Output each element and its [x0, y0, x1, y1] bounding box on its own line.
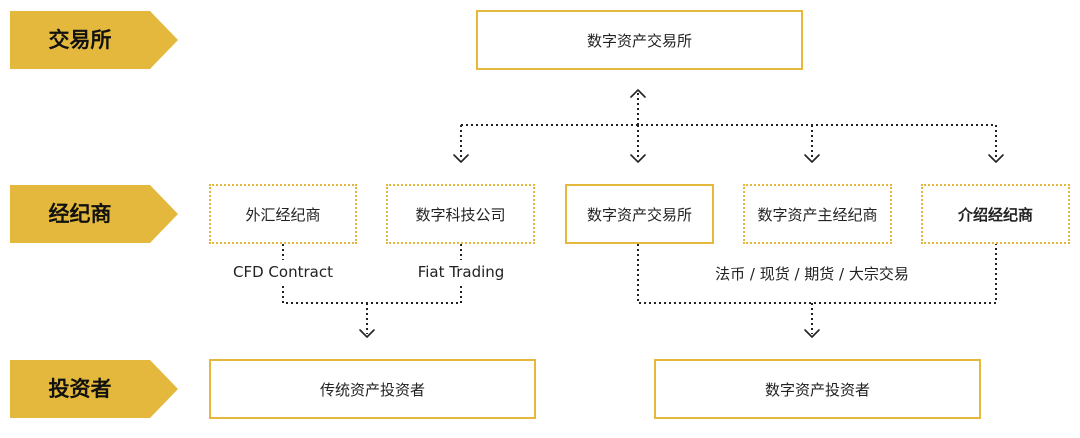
box-traditional-investor: 传统资产投资者 [209, 359, 536, 419]
tag-broker: 经纪商 [10, 185, 178, 243]
tag-investor-shape [10, 360, 178, 418]
box-digital-tech-company: 数字科技公司 [386, 184, 535, 244]
tag-exchange-shape [10, 11, 178, 69]
box-top-exchange: 数字资产交易所 [476, 10, 803, 70]
arrowhead-down-icon [804, 154, 820, 163]
arrowhead-down-icon [359, 329, 375, 338]
label-trading-types: 法币 / 现货 / 期货 / 大宗交易 [715, 265, 909, 283]
tag-investor: 投资者 [10, 360, 178, 418]
tag-exchange: 交易所 [10, 11, 178, 69]
tag-broker-label: 经纪商 [48, 202, 112, 226]
box-forex-broker: 外汇经纪商 [209, 184, 357, 244]
box-digital-investor: 数字资产投资者 [654, 359, 981, 419]
connector-right-merge [637, 244, 997, 304]
tag-investor-label: 投资者 [48, 377, 112, 401]
arrowhead-up-icon [630, 89, 646, 98]
arrowhead-down-icon [804, 329, 820, 338]
tag-broker-shape [10, 185, 178, 243]
connector-left-merge [282, 286, 462, 304]
arrowhead-down-icon [988, 154, 1004, 163]
arrowhead-down-icon [630, 154, 646, 163]
label-cfd-contract: CFD Contract [233, 263, 333, 281]
label-fiat-trading: Fiat Trading [417, 263, 505, 281]
box-intro-broker: 介绍经纪商 [921, 184, 1070, 244]
arrowhead-down-icon [453, 154, 469, 163]
box-digital-main-broker: 数字资产主经纪商 [743, 184, 892, 244]
tag-exchange-label: 交易所 [48, 28, 112, 52]
box-mid-exchange: 数字资产交易所 [565, 184, 714, 244]
